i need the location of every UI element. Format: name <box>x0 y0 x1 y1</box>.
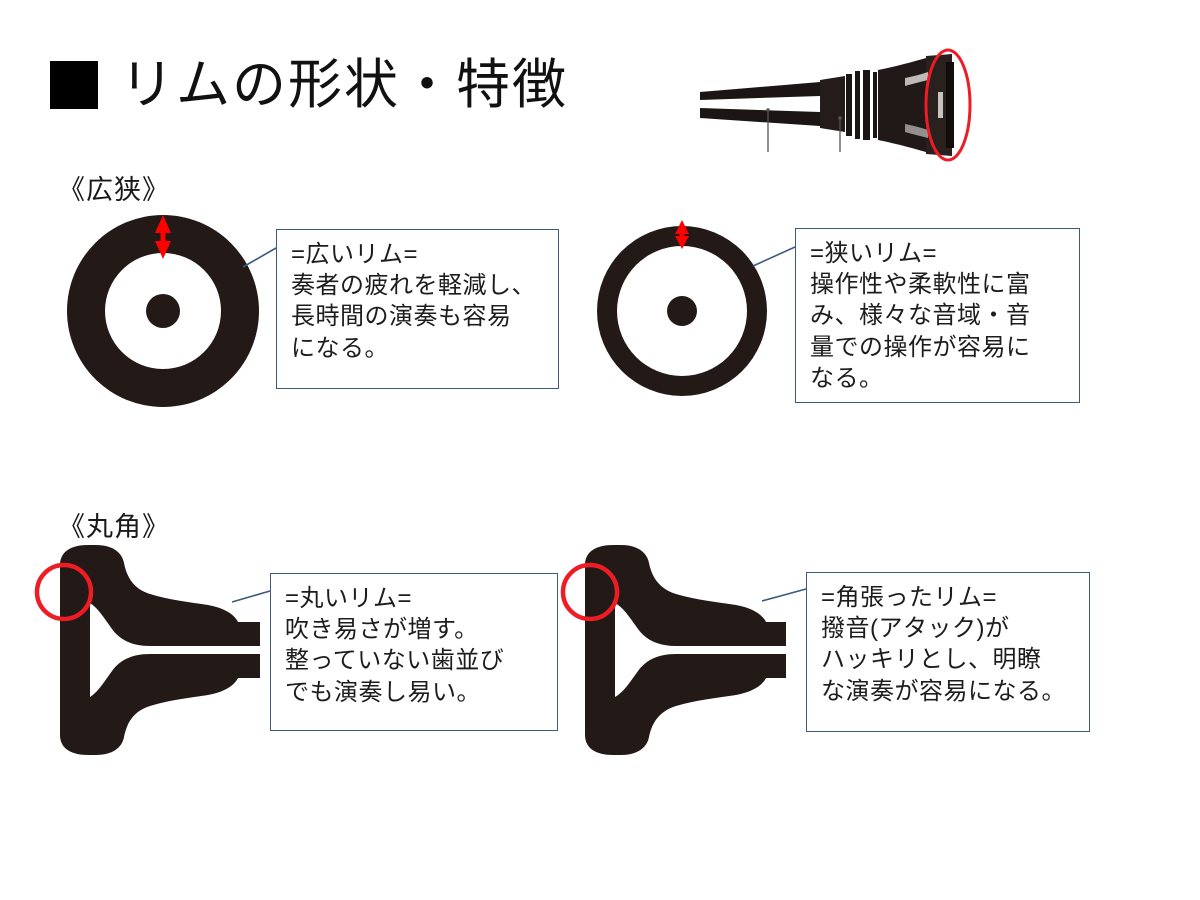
connector-round <box>231 590 271 603</box>
callout-line: 吹き易さが増す。 <box>285 616 479 644</box>
callout-wide-rim: =広いリム= 奏者の疲れを軽減し、 長時間の演奏も容易 になる。 <box>276 229 559 389</box>
callout-line: になる。 <box>291 334 389 362</box>
round-rim-highlight-circle-icon <box>34 562 94 622</box>
square-rim-cross-section <box>560 545 807 755</box>
callout-title: =丸いリム= <box>285 585 413 612</box>
callout-line: 撥音(アタック)が <box>821 615 1010 643</box>
mouthpiece-photo <box>700 48 972 162</box>
connector-narrow <box>752 246 796 267</box>
callout-line: でも演奏し易い。 <box>285 678 481 706</box>
round-rim-lower-profile <box>60 610 260 755</box>
wide-rim-throat <box>146 294 180 328</box>
narrow-rim-width-arrow-icon <box>675 220 689 249</box>
page-title-label: リムの形状・特徴 <box>120 55 568 115</box>
square-rim-upper-profile <box>585 545 786 690</box>
square-rim-lower-profile <box>585 610 786 755</box>
callout-title: =広いリム= <box>291 241 419 268</box>
callout-square-rim: =角張ったリム= 撥音(アタック)が ハッキリとし、明瞭 な演奏が容易になる。 <box>806 572 1090 732</box>
page-title: リムの形状・特徴 <box>50 58 568 112</box>
photo-rim-highlight-ellipse-icon <box>924 48 972 162</box>
callout-line: 量での操作が容易に <box>810 333 1031 361</box>
narrow-rim-outer-ring <box>597 226 767 396</box>
wide-rim-width-arrow-icon <box>155 215 171 259</box>
callout-line: 整っていない歯並び <box>285 647 505 675</box>
callout-title: =角張ったリム= <box>821 584 998 611</box>
wide-rim-outer-ring <box>67 215 259 407</box>
callout-line: なる。 <box>810 364 884 392</box>
wide-rim-cup <box>105 253 221 369</box>
section-heading-kokyo: 《広狭》 <box>58 175 170 205</box>
callout-line: な演奏が容易になる。 <box>821 677 1066 705</box>
callout-line: 操作性や柔軟性に富 <box>810 271 1031 299</box>
narrow-rim-cup <box>617 246 747 376</box>
round-rim-upper-profile <box>60 545 260 690</box>
callout-line: み、様々な音域・音 <box>810 302 1031 330</box>
callout-narrow-rim: =狭いリム= 操作性や柔軟性に富 み、様々な音域・音 量での操作が容易に なる。 <box>795 228 1080 403</box>
connector-wide <box>242 247 277 268</box>
callout-line: 長時間の演奏も容易 <box>291 303 512 331</box>
narrow-rim-ring-diagram <box>597 220 796 396</box>
callout-title: =狭いリム= <box>810 240 938 267</box>
callout-line: 奏者の疲れを軽減し、 <box>291 272 536 300</box>
callout-line: ハッキリとし、明瞭 <box>821 646 1042 674</box>
section-heading-marukaku: 《丸角》 <box>58 512 170 542</box>
connector-square <box>761 588 807 602</box>
filled-square-bullet-icon <box>50 61 98 109</box>
round-rim-cross-section <box>34 545 271 755</box>
callout-round-rim: =丸いリム= 吹き易さが増す。 整っていない歯並び でも演奏し易い。 <box>270 573 558 731</box>
wide-rim-ring-diagram <box>67 215 277 407</box>
square-rim-highlight-circle-icon <box>560 562 620 622</box>
narrow-rim-throat <box>667 296 697 326</box>
